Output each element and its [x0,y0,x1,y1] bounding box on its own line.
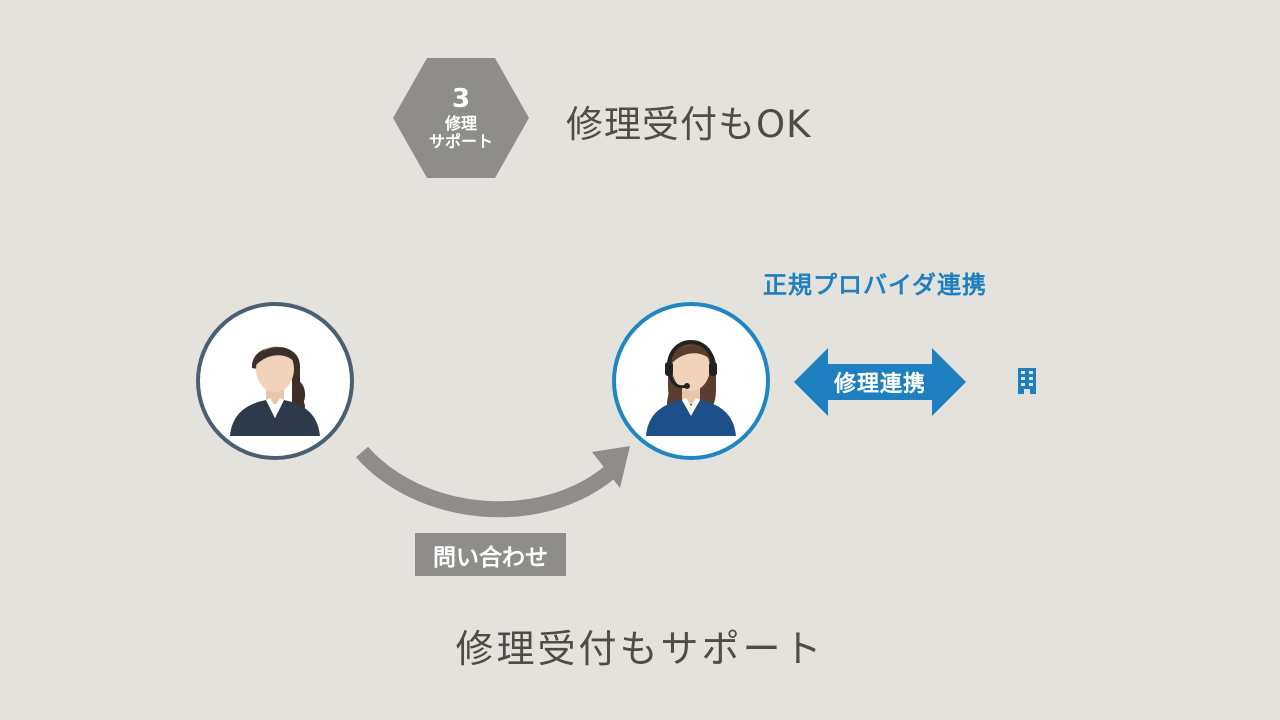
step-label-line1: 修理 [444,113,477,133]
office-building-icon [1018,368,1036,394]
provider-label: 正規プロバイダ連携 [763,271,988,299]
step-badge-text: 3 修理 サポート [393,58,529,178]
hexagon-shape [393,58,529,178]
step-label-line2: サポート [428,131,493,151]
repair-link-label: 修理連携 [833,372,926,397]
repair-link-double-arrow [794,348,966,416]
inquiry-label: 問い合わせ [415,533,566,576]
inquiry-curved-arrow [355,446,630,518]
step-number: 3 [451,83,471,114]
headline: 修理受付もOK [566,103,812,146]
customer-avatar [196,302,354,460]
operator-avatar [612,302,770,460]
businesswoman-avatar-icon [230,346,320,436]
step-badge: 3 修理 サポート [393,58,529,178]
caption: 修理受付もサポート [455,627,825,671]
headset-operator-avatar-icon [646,340,736,436]
